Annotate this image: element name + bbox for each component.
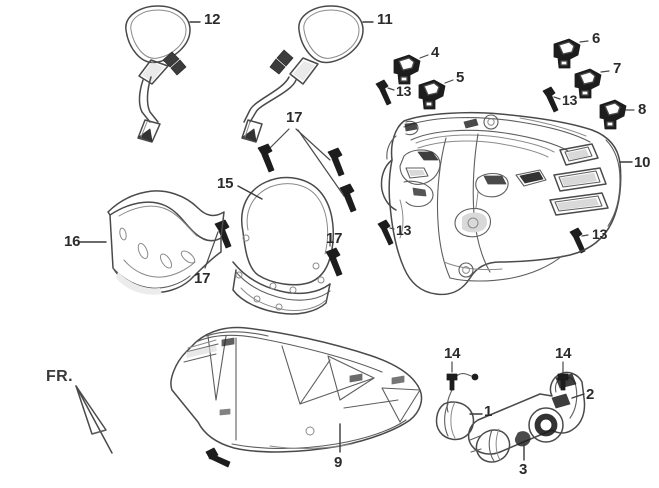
screw-13-lower-right <box>569 227 589 254</box>
screw-17-mid-right <box>325 233 343 277</box>
screw-17-left <box>204 219 232 269</box>
front-leg-shield-cover <box>170 326 423 453</box>
front-direction-arrow <box>75 385 113 454</box>
callout-13-upper-left: 13 <box>396 83 412 99</box>
callout-17-left: 17 <box>194 270 211 287</box>
mirror-right-assembly <box>241 5 374 143</box>
callout-7: 7 <box>613 60 622 77</box>
callout-11: 11 <box>377 11 393 28</box>
callout-10: 10 <box>634 154 651 171</box>
callout-13-lower-right: 13 <box>592 226 608 242</box>
screw-14-right <box>557 361 569 391</box>
switch-assy-7 <box>574 68 610 99</box>
screw-13-lower-left <box>377 219 395 246</box>
callout-8: 8 <box>638 101 647 118</box>
callout-12: 12 <box>204 11 221 28</box>
callout-16: 16 <box>64 233 81 250</box>
switch-assy-5 <box>418 79 454 110</box>
callout-14-left: 14 <box>444 345 461 362</box>
screw-leg-shield <box>205 447 231 468</box>
screw-17-group-upper <box>257 128 357 213</box>
windshield-screen <box>232 176 335 315</box>
front-lower-trim-panel <box>79 190 225 295</box>
callout-17-upper: 17 <box>286 109 303 126</box>
mirror-mount-bracket-left <box>435 373 483 441</box>
screw-13-upper-left <box>375 79 395 106</box>
screw-14-left <box>446 361 458 391</box>
callout-5: 5 <box>456 69 465 86</box>
callout-13-upper-right: 13 <box>562 92 578 108</box>
callout-14-right: 14 <box>555 345 572 362</box>
switch-assy-8 <box>599 99 635 130</box>
mirror-left-assembly <box>125 5 201 143</box>
callout-13-lower-left: 13 <box>396 222 412 238</box>
callout-3: 3 <box>519 461 528 478</box>
callout-4: 4 <box>431 44 440 61</box>
screw-13-upper-right <box>542 86 561 113</box>
callout-17-mid: 17 <box>326 230 343 247</box>
front-direction-label: FR. <box>46 368 73 385</box>
callout-2: 2 <box>586 386 595 403</box>
callout-9: 9 <box>334 454 343 471</box>
handlebar-upper-cover <box>380 111 633 296</box>
switch-assy-4 <box>393 54 429 85</box>
switch-assy-6 <box>553 38 589 69</box>
callout-15: 15 <box>217 175 234 192</box>
callout-1: 1 <box>484 403 493 420</box>
callout-6: 6 <box>592 30 601 47</box>
